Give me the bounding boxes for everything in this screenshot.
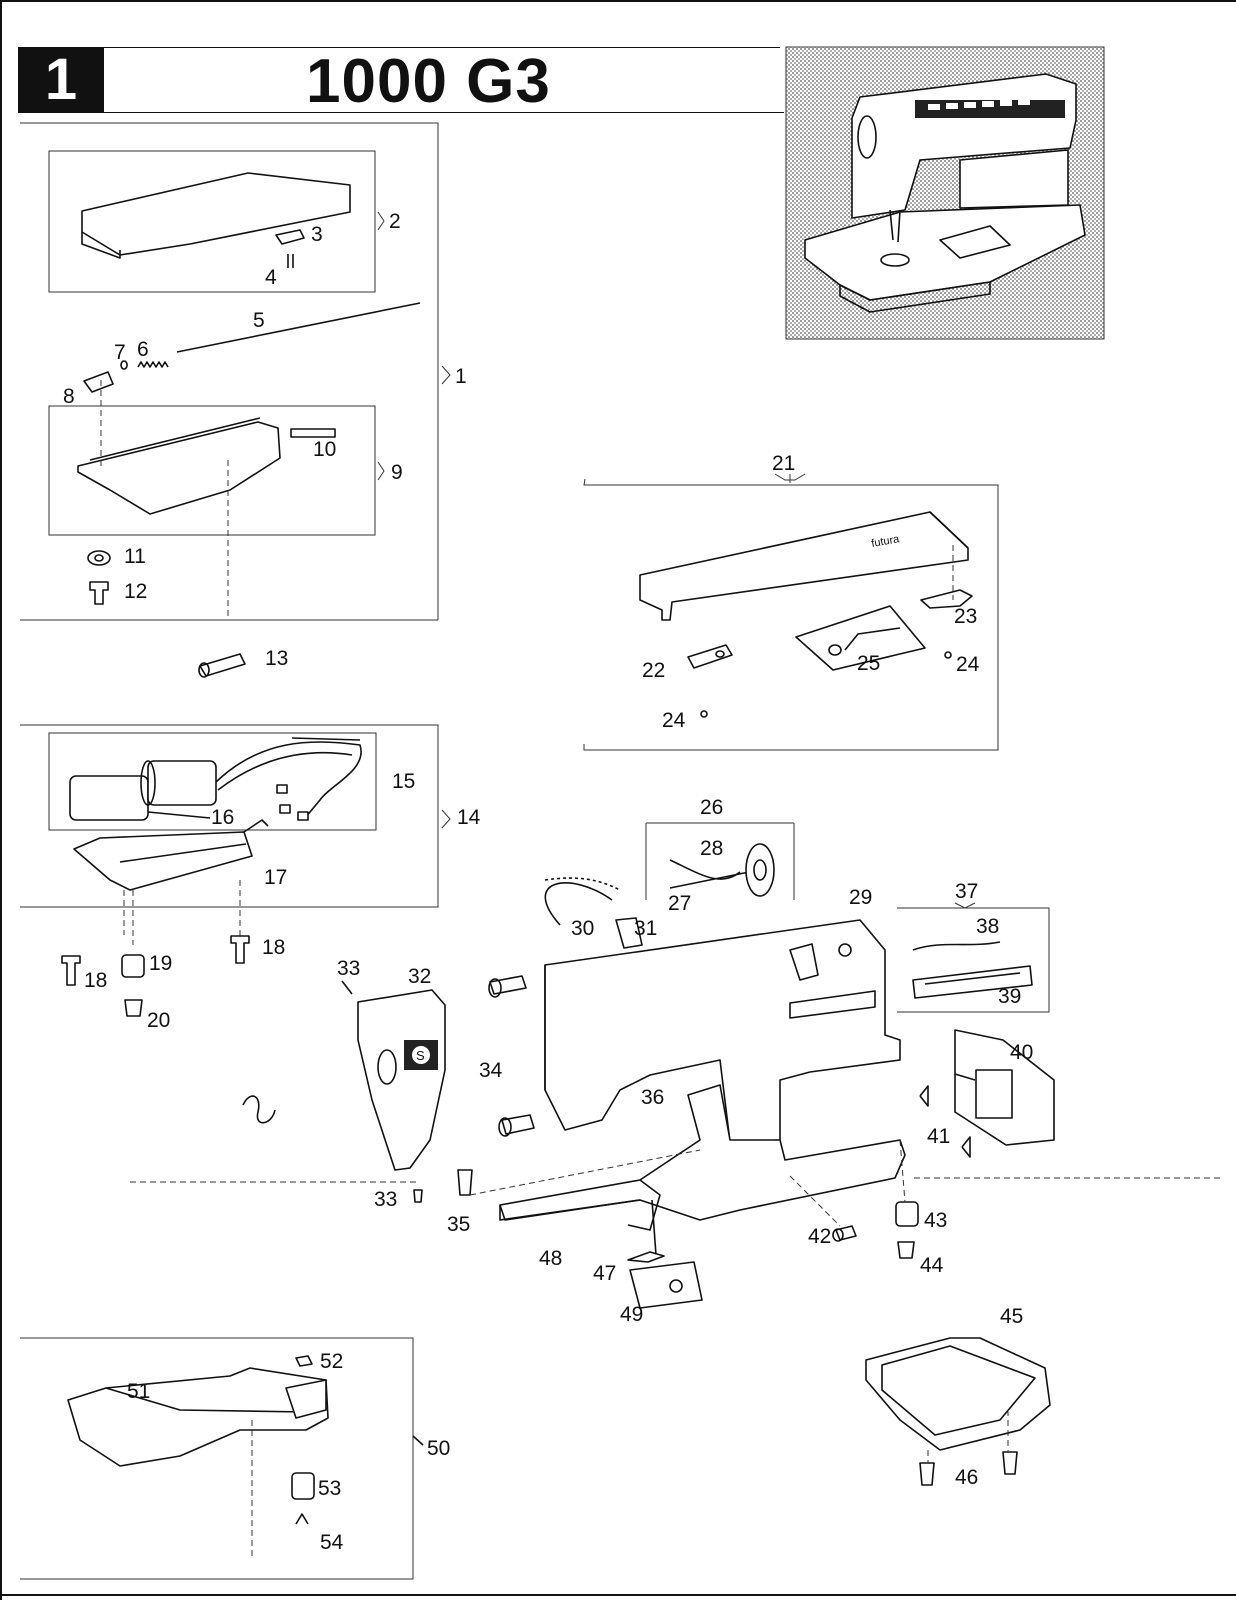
label-48: 48 <box>539 1247 562 1270</box>
label-24a: 24 <box>956 653 980 676</box>
label-2: 2 <box>389 210 401 233</box>
group-50-base <box>20 1337 424 1580</box>
label-54: 54 <box>320 1531 344 1554</box>
label-26: 26 <box>700 796 723 819</box>
label-1: 1 <box>455 365 467 388</box>
label-44: 44 <box>920 1254 944 1277</box>
label-12: 12 <box>124 580 147 603</box>
label-27: 27 <box>668 892 691 915</box>
label-21: 21 <box>772 452 795 475</box>
label-16: 16 <box>211 806 234 829</box>
label-45: 45 <box>1000 1305 1023 1328</box>
page-title: 1000 G3 <box>306 47 551 116</box>
label-19: 19 <box>149 952 172 975</box>
header-top-rule <box>104 47 780 48</box>
label-34: 34 <box>479 1059 503 1082</box>
label-36: 36 <box>641 1086 664 1109</box>
label-40: 40 <box>1010 1041 1033 1064</box>
part-labels: 1 2 3 4 5 6 7 8 9 10 11 12 13 14 15 16 1… <box>63 210 1033 1554</box>
label-28: 28 <box>700 837 723 860</box>
label-5: 5 <box>253 309 265 332</box>
label-22: 22 <box>642 659 665 682</box>
label-39: 39 <box>998 985 1021 1008</box>
label-41: 41 <box>927 1125 950 1148</box>
label-17: 17 <box>264 866 287 889</box>
group-front-cover <box>583 473 999 751</box>
label-32: 32 <box>408 965 431 988</box>
label-35: 35 <box>447 1213 470 1236</box>
part-40-board <box>919 1029 1055 1158</box>
label-33a: 33 <box>337 957 360 980</box>
group-top-cover-assembly <box>20 122 451 621</box>
label-8: 8 <box>63 385 75 408</box>
label-3: 3 <box>311 223 323 246</box>
bottom-border <box>0 1594 1236 1596</box>
group-spool-assembly <box>645 822 795 900</box>
label-52: 52 <box>320 1350 343 1373</box>
label-18b: 18 <box>262 936 285 959</box>
label-37: 37 <box>955 880 978 903</box>
emblem-letter: S <box>416 1048 425 1063</box>
label-49: 49 <box>620 1303 643 1326</box>
header-rule <box>104 112 784 113</box>
label-20: 20 <box>147 1009 170 1032</box>
part-45-base-plate <box>865 1337 1051 1486</box>
label-9: 9 <box>391 461 403 484</box>
machine-body <box>457 877 919 1309</box>
label-23: 23 <box>954 605 977 628</box>
label-53: 53 <box>318 1477 341 1500</box>
label-7: 7 <box>114 341 126 364</box>
label-10: 10 <box>313 438 336 461</box>
top-border <box>0 0 1236 2</box>
label-51: 51 <box>127 1380 150 1403</box>
label-38: 38 <box>976 915 999 938</box>
group-light-assembly <box>20 724 451 1017</box>
label-47: 47 <box>593 1262 616 1285</box>
part-32-side-cover: S <box>341 980 446 1203</box>
label-4: 4 <box>265 266 277 289</box>
group-37-panel <box>897 902 1050 1013</box>
label-43: 43 <box>924 1209 947 1232</box>
hand-mark <box>242 1095 276 1124</box>
label-29: 29 <box>849 886 872 909</box>
label-13: 13 <box>265 647 288 670</box>
label-11: 11 <box>124 545 146 568</box>
cover-logo-text: futura <box>870 533 901 550</box>
sewing-machine-photo <box>785 46 1105 340</box>
label-50: 50 <box>427 1437 450 1460</box>
label-24b: 24 <box>662 709 686 732</box>
label-46: 46 <box>955 1466 978 1489</box>
left-border <box>0 0 2 1600</box>
label-42: 42 <box>808 1225 831 1248</box>
section-number-badge: 1 <box>18 47 104 113</box>
label-30: 30 <box>571 917 594 940</box>
label-31: 31 <box>634 917 657 940</box>
label-15: 15 <box>392 770 415 793</box>
label-33b: 33 <box>374 1188 397 1211</box>
part-13-pin <box>198 653 246 678</box>
label-6: 6 <box>137 338 149 361</box>
label-25: 25 <box>857 652 880 675</box>
label-18a: 18 <box>84 969 107 992</box>
label-14: 14 <box>457 806 481 829</box>
